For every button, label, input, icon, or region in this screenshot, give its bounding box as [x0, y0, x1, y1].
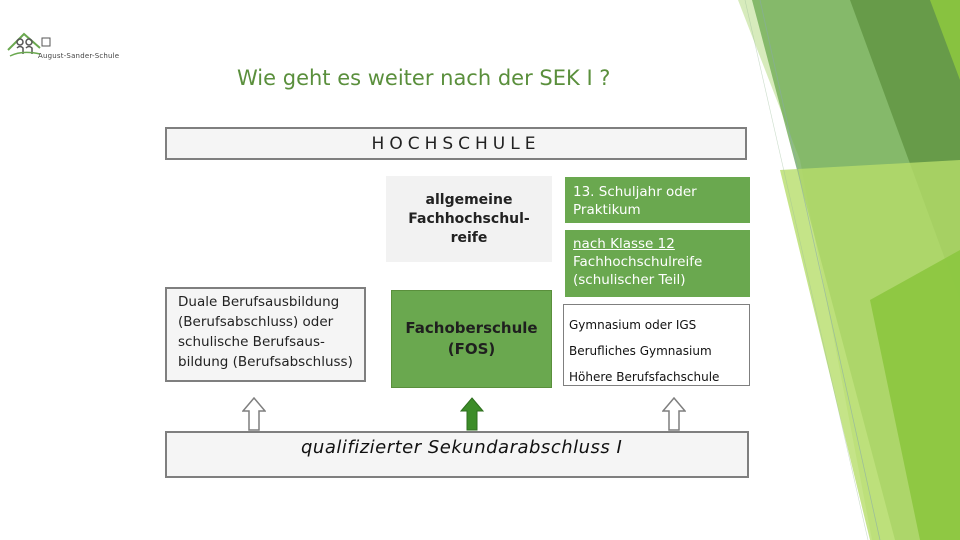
schulform-item: Berufliches Gymnasium — [569, 338, 749, 364]
qualifizierter-sekundarabschluss-box: qualifizierter Sekundarabschluss I — [165, 431, 749, 478]
allgemeine-fachhochschulreife-box: allgemeine Fachhochschul- reife — [386, 176, 552, 262]
qualifizierter-sekundarabschluss-text: qualifizierter Sekundarabschluss I — [301, 437, 622, 458]
page-title: Wie geht es weiter nach der SEK I ? — [237, 66, 610, 90]
up-arrow-icon-right — [662, 397, 686, 431]
hochschule-box: HOCHSCHULE — [165, 127, 747, 160]
school-logo-text: August-Sander-Schule — [38, 52, 119, 60]
duale-berufsausbildung-box: Duale Berufsausbildung (Berufsabschluss)… — [165, 287, 366, 382]
schuljahr-13-box: 13. Schuljahr oder Praktikum — [565, 177, 750, 223]
klasse-12-box: nach Klasse 12 Fachhochschulreife (schul… — [565, 230, 750, 297]
up-arrow-icon-center — [460, 397, 484, 431]
klasse-12-line: nach Klasse 12 — [573, 235, 742, 253]
fachoberschule-box: Fachoberschule (FOS) — [391, 290, 552, 388]
up-arrow-icon-left — [242, 397, 266, 431]
fachhochschulreife-line: Fachhochschulreife — [573, 253, 742, 271]
schulformen-box: Gymnasium oder IGS Berufliches Gymnasium… — [563, 304, 750, 386]
schulischer-teil-line: (schulischer Teil) — [573, 271, 742, 289]
schulform-item: Gymnasium oder IGS — [569, 312, 749, 338]
schulform-item: Höhere Berufsfachschule — [569, 364, 749, 390]
